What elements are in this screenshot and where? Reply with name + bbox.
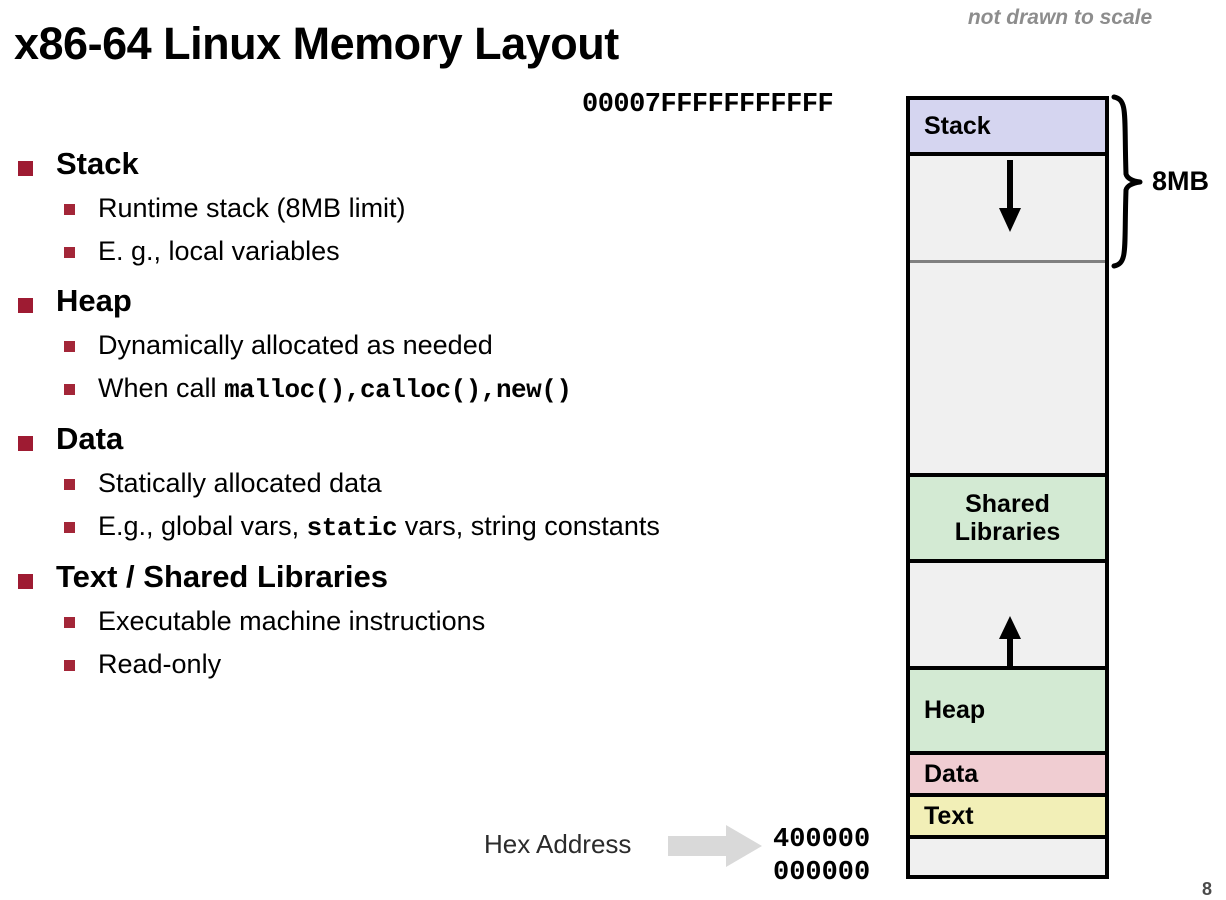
bullet-stack-sub-1-text: Runtime stack (8MB limit) <box>98 193 406 223</box>
bullet-text-sub-2: Read-only <box>8 651 888 678</box>
bullet-heap-sub-1-text: Dynamically allocated as needed <box>98 330 493 360</box>
memory-layout-diagram: Stack Shared Libraries Heap Data Text <box>906 96 1109 879</box>
address-top-of-memory: 00007FFFFFFFFFFF <box>582 90 834 120</box>
bullet-list: Stack Runtime stack (8MB limit) E. g., l… <box>8 148 888 678</box>
bullet-heap-sub-2: When call malloc(),calloc(),new() <box>8 375 888 403</box>
bullet-text-sub-2-text: Read-only <box>98 649 222 679</box>
sub-bullet-square-icon <box>64 341 75 352</box>
page-title: x86-64 Linux Memory Layout <box>14 18 619 69</box>
code-sep-1: , <box>344 375 361 405</box>
code-calloc: calloc() <box>360 375 481 405</box>
memory-band-unmapped-lower <box>910 839 1105 875</box>
bullet-data: Data <box>8 423 888 454</box>
page-number: 8 <box>1201 879 1212 899</box>
bullet-text-sub-1: Executable machine instructions <box>8 608 888 635</box>
bullet-text-shared-libraries: Text / Shared Libraries <box>8 561 888 592</box>
memory-band-shared-libraries-label-line1: Shared <box>965 490 1050 518</box>
bullet-square-icon <box>18 436 33 451</box>
bullet-data-sub-2-prefix: E.g., global vars, <box>98 511 307 541</box>
memory-band-shared-libraries-label-line2: Libraries <box>954 518 1061 546</box>
sub-bullet-square-icon <box>64 247 75 258</box>
bullet-stack-sub-1: Runtime stack (8MB limit) <box>8 195 888 222</box>
code-malloc: malloc() <box>224 375 345 405</box>
sub-bullet-square-icon <box>64 522 75 533</box>
sub-bullet-square-icon <box>64 660 75 671</box>
memory-band-shared-libraries: Shared Libraries <box>910 477 1105 563</box>
bullet-square-icon <box>18 161 33 176</box>
bullet-text-label: Text / Shared Libraries <box>56 559 388 594</box>
bullet-stack-sub-2-text: E. g., local variables <box>98 236 340 266</box>
memory-band-data: Data <box>910 755 1105 797</box>
bullet-stack: Stack <box>8 148 888 179</box>
memory-band-unmapped-upper <box>910 266 1105 477</box>
bullet-data-sub-1-text: Statically allocated data <box>98 468 382 498</box>
hex-address-label: Hex Address <box>484 829 632 859</box>
bullet-square-icon <box>18 574 33 589</box>
memory-band-heap-label: Heap <box>924 696 986 724</box>
code-static: static <box>306 513 398 543</box>
right-arrow-icon <box>668 825 762 867</box>
sub-bullet-square-icon <box>64 479 75 490</box>
sub-bullet-square-icon <box>64 384 75 395</box>
brace-label-8mb: 8MB <box>1152 166 1210 196</box>
sub-bullet-square-icon <box>64 204 75 215</box>
memory-band-heap: Heap <box>910 670 1105 755</box>
bullet-text-sub-1-text: Executable machine instructions <box>98 606 486 636</box>
code-new: new() <box>495 375 572 405</box>
bullet-data-sub-1: Statically allocated data <box>8 470 888 497</box>
bullet-stack-label: Stack <box>56 146 139 181</box>
stack-grows-down-arrow-icon <box>999 160 1021 232</box>
bullet-stack-sub-2: E. g., local variables <box>8 238 888 265</box>
bullet-square-icon <box>18 298 33 313</box>
sub-bullet-square-icon <box>64 617 75 628</box>
memory-band-stack: Stack <box>910 100 1105 156</box>
address-zero: 000000 <box>773 858 871 888</box>
bullet-heap-sub-1: Dynamically allocated as needed <box>8 332 888 359</box>
bullet-heap: Heap <box>8 285 888 316</box>
bullet-data-sub-2: E.g., global vars, static vars, string c… <box>8 513 888 541</box>
not-to-scale-note: not drawn to scale <box>967 6 1153 29</box>
memory-band-data-label: Data <box>924 759 979 788</box>
memory-band-text-label: Text <box>924 801 974 830</box>
memory-band-text: Text <box>910 797 1105 839</box>
bullet-heap-label: Heap <box>56 283 132 318</box>
eight-mb-brace <box>1111 94 1143 269</box>
bullet-data-sub-2-suffix: vars, string constants <box>397 511 660 541</box>
heap-grows-up-arrow-icon <box>999 616 1021 668</box>
code-sep-2: , <box>480 375 497 405</box>
bullet-data-label: Data <box>56 421 124 456</box>
bullet-heap-sub-2-prefix: When call <box>98 373 225 403</box>
memory-band-stack-label: Stack <box>924 111 991 140</box>
address-text-start: 400000 <box>773 825 871 855</box>
